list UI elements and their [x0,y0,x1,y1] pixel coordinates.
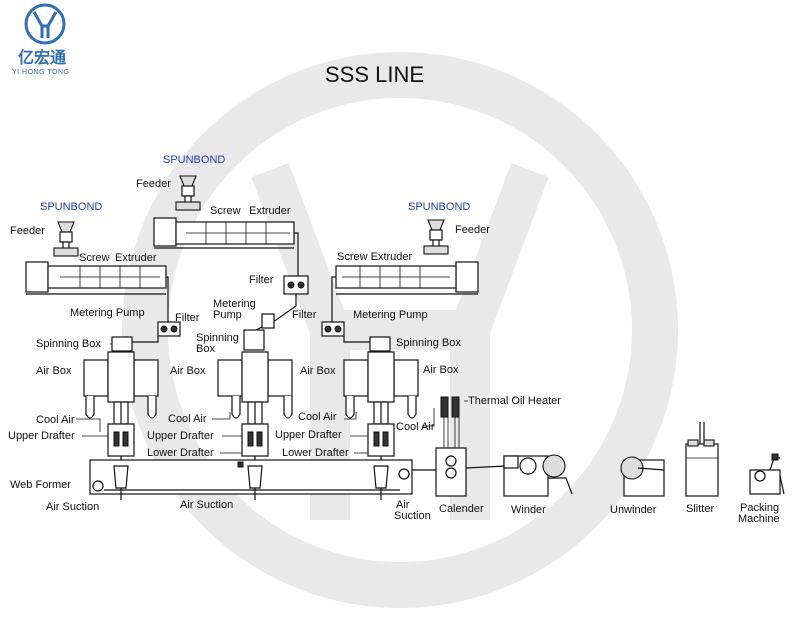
label-air-box-mid-left: Air Box [170,365,206,377]
label-metering-pump-right: Metering Pump [353,309,428,321]
label-web-former: Web Former [10,479,71,491]
spunbond-unit-middle [153,175,309,460]
air-box-mid-b [267,359,293,397]
suction-box-left [113,465,129,489]
spinning-box-mid [243,329,265,351]
label-upper-drafter-right: Upper Drafter [275,429,342,441]
upper-drafter-left [107,423,135,457]
label-feeder-left: Feeder [10,225,45,237]
label-filter-left: Filter [175,312,200,324]
label-air-suction-left: Air Suction [46,501,99,513]
calender [435,396,507,497]
extruder-motor [25,261,49,293]
winder [503,454,573,497]
label-metering-mid-1: Metering [213,298,256,310]
label-packing-2: Machine [738,513,780,525]
label-lower-drafter-right: Lower Drafter [282,447,349,459]
metering-pump-mid [261,313,275,329]
label-metering-mid-2: Pump [213,309,242,321]
label-air-suction-right-2: Suction [394,510,431,522]
web-former [89,459,438,500]
diagram-labels: SPUNBOND SPUNBOND SPUNBOND Feeder Feeder… [8,154,780,525]
upper-drafter-mid [241,423,269,457]
air-box-right-b [393,359,419,397]
label-filter-mid: Filter [292,309,317,321]
label-metering-pump-left: Metering Pump [70,307,145,319]
label-spinning-box-left: Spinning Box [36,338,101,350]
label-extruder-left: Extruder [115,252,157,264]
feeder-body [59,231,73,243]
extruder-motor [153,217,177,247]
heater-unit-a [440,396,449,418]
suction-box-right [373,465,389,489]
winder-roll-icon [519,457,537,475]
label-upper-drafter-left: Upper Drafter [8,430,75,442]
upper-drafter-right [367,423,395,457]
label-air-suction-right-1: Air [396,499,410,511]
logo-mark-icon [32,11,58,38]
air-box-left-b [133,359,159,397]
logo-ring-icon [24,3,66,45]
spinning-box-left [111,336,133,352]
air-box-right-a [343,359,369,397]
leader-lines [76,343,468,454]
label-screw-extruder-right: Screw Extruder [337,251,413,263]
page-title: SSS LINE [325,62,424,87]
feeder-hopper-icon [427,219,445,231]
label-cool-air-left: Cool Air [36,414,75,426]
label-thermal-oil-heater: Thermal Oil Heater [468,395,561,407]
label-unwinder: Unwinder [610,504,657,516]
filter-left [157,321,181,337]
label-filter-mid-top: Filter [249,274,274,286]
label-extruder-mid: Extruder [249,205,291,217]
extruder-motor [455,261,479,293]
spinning-box-right [369,336,391,352]
label-packing-1: Packing [740,502,779,514]
watermark-logo [122,52,678,608]
feeder-hopper-icon [57,221,75,233]
label-slitter: Slitter [686,503,714,515]
label-spinning-mid-2: Box [196,343,215,355]
label-cool-air-right: Cool Air [396,421,435,433]
label-air-box-right: Air Box [423,364,459,376]
heater-unit-b [451,396,460,418]
label-screw-mid: Screw [210,205,241,217]
label-feeder-right: Feeder [455,224,490,236]
brand-logo: 亿宏通 YI HONG TONG [12,3,69,76]
filter-right [321,321,345,337]
label-air-suction-mid: Air Suction [180,499,233,511]
logo-chinese: 亿宏通 [18,48,66,67]
suction-box-mid [247,465,263,489]
spunbond-unit-left [25,221,181,460]
label-winder: Winder [511,504,546,516]
label-spunbond-right: SPUNBOND [408,201,470,213]
logo-english: YI HONG TONG [12,69,69,76]
label-upper-drafter-mid: Upper Drafter [147,430,214,442]
unwinder [620,456,665,497]
label-air-box-left: Air Box [36,365,72,377]
label-calender: Calender [439,503,484,515]
air-box-left-a [83,359,109,397]
label-spunbond-mid: SPUNBOND [163,154,225,166]
label-lower-drafter-left: Lower Drafter [147,447,214,459]
label-spinning-box-right: Spinning Box [396,337,461,349]
packing-machine [749,453,785,495]
label-spunbond-left: SPUNBOND [40,201,102,213]
label-feeder-mid: Feeder [136,178,171,190]
label-air-box-mid-right: Air Box [300,365,336,377]
air-box-mid-a [217,359,243,397]
spunbond-unit-right [321,219,479,460]
label-cool-air-mid: Cool Air [168,413,207,425]
label-spinning-mid-1: Spinning [196,332,239,344]
slitter [685,422,719,497]
label-cool-air-mid2: Cool Air [298,411,337,423]
label-screw-left: Screw [79,252,110,264]
